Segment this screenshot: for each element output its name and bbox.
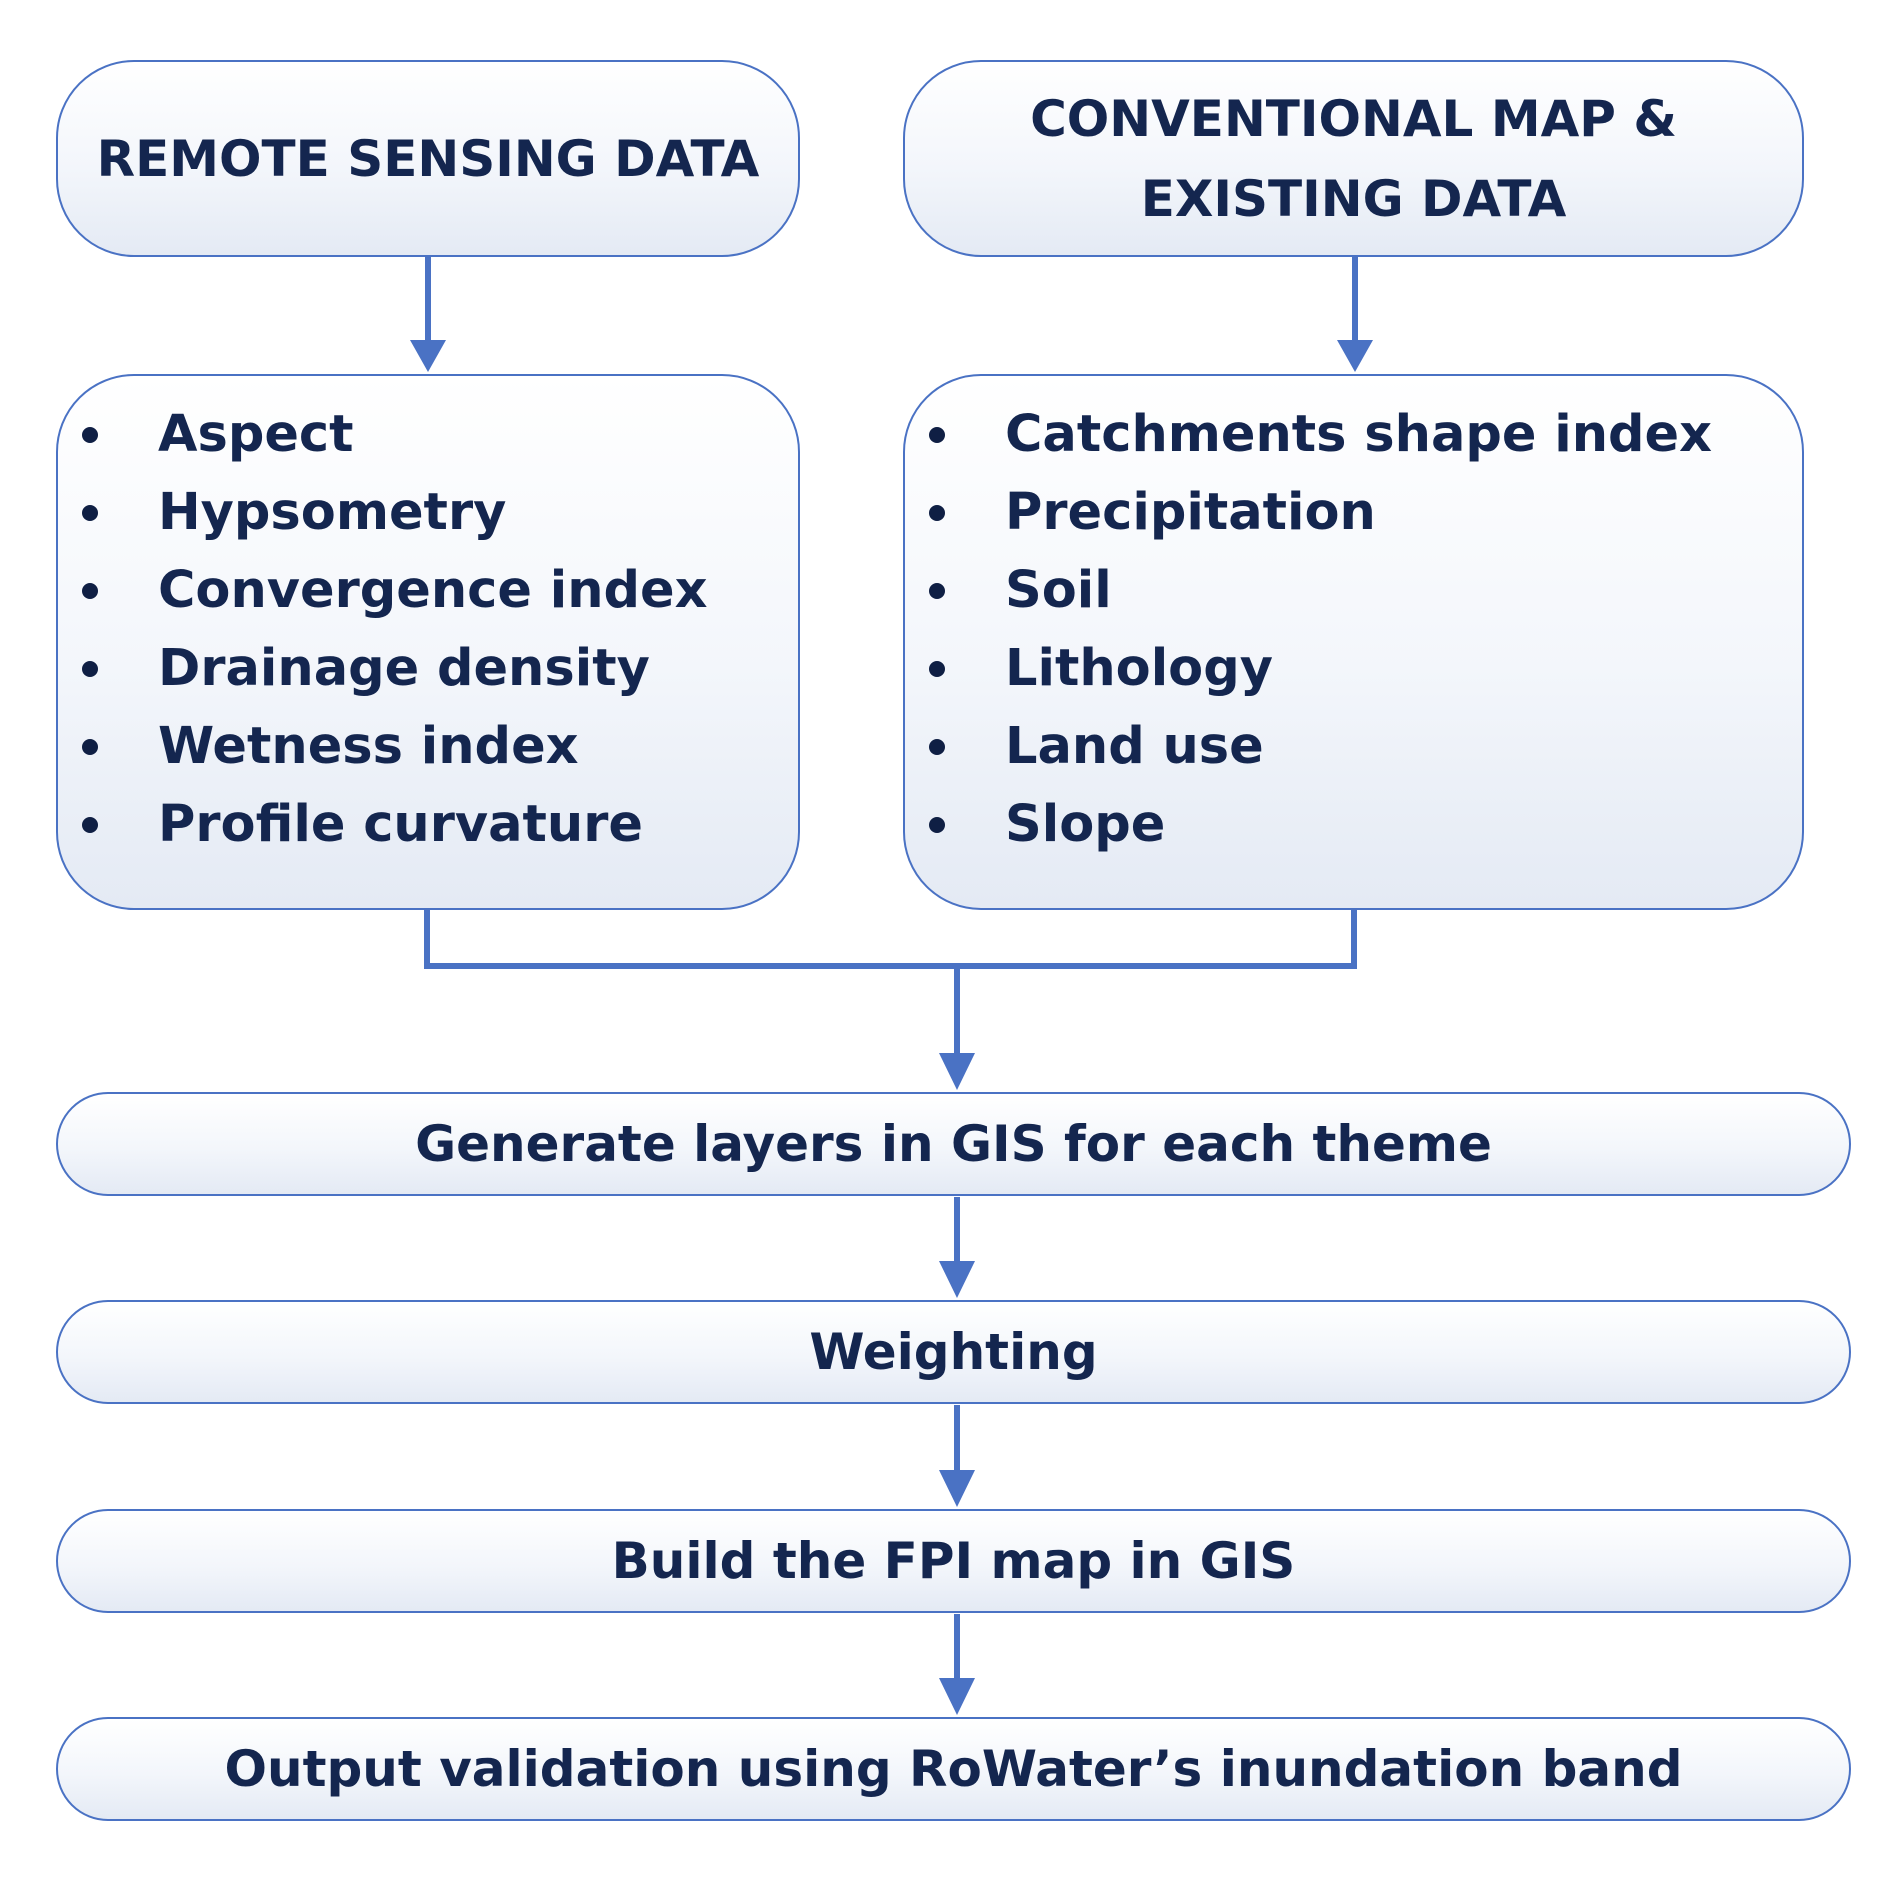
arrowhead-weighting xyxy=(939,1261,975,1298)
bullet-icon xyxy=(82,739,98,755)
generate-layers-step: Generate layers in GIS for each theme xyxy=(56,1092,1851,1196)
remote-sensing-title: REMOTE SENSING DATA xyxy=(96,129,760,188)
conventional-factors-box: Catchments shape index Precipitation Soi… xyxy=(903,374,1804,910)
bullet-icon xyxy=(82,661,98,677)
list-item: Aspect xyxy=(58,396,798,474)
output-validation-label: Output validation using RoWater’s inunda… xyxy=(224,1740,1683,1798)
build-fpi-map-step: Build the FPI map in GIS xyxy=(56,1509,1851,1613)
remote-sensing-box: REMOTE SENSING DATA xyxy=(56,60,800,257)
list-item: Wetness index xyxy=(58,708,798,786)
bullet-icon xyxy=(82,427,98,443)
list-item: Profile curvature xyxy=(58,786,798,864)
build-fpi-map-label: Build the FPI map in GIS xyxy=(611,1532,1296,1590)
output-validation-step: Output validation using RoWater’s inunda… xyxy=(56,1717,1851,1821)
arrowhead-build xyxy=(939,1470,975,1507)
bullet-icon xyxy=(929,427,945,443)
bullet-icon xyxy=(929,505,945,521)
arrowhead-conventional xyxy=(1337,340,1373,372)
list-item: Soil xyxy=(905,552,1802,630)
bullet-icon xyxy=(82,505,98,521)
arrowhead-remote xyxy=(410,340,446,372)
conventional-data-title: CONVENTIONAL MAP & EXISTING DATA xyxy=(1030,89,1677,228)
list-item: Hypsometry xyxy=(58,474,798,552)
arrowhead-generate xyxy=(939,1053,975,1090)
bullet-icon xyxy=(929,661,945,677)
remote-factors-box: Aspect Hypsometry Convergence index Drai… xyxy=(56,374,800,910)
arrowhead-validation xyxy=(939,1678,975,1715)
list-item: Convergence index xyxy=(58,552,798,630)
bullet-icon xyxy=(929,739,945,755)
list-item: Land use xyxy=(905,708,1802,786)
list-item: Lithology xyxy=(905,630,1802,708)
list-item: Drainage density xyxy=(58,630,798,708)
bullet-icon xyxy=(82,583,98,599)
list-item: Precipitation xyxy=(905,474,1802,552)
conventional-factors-list: Catchments shape index Precipitation Soi… xyxy=(905,396,1802,864)
merge-connector xyxy=(424,908,1357,969)
generate-layers-label: Generate layers in GIS for each theme xyxy=(415,1115,1492,1173)
list-item: Slope xyxy=(905,786,1802,864)
weighting-step: Weighting xyxy=(56,1300,1851,1404)
bullet-icon xyxy=(929,583,945,599)
conventional-data-box: CONVENTIONAL MAP & EXISTING DATA xyxy=(903,60,1804,257)
remote-factors-list: Aspect Hypsometry Convergence index Drai… xyxy=(58,396,798,864)
list-item: Catchments shape index xyxy=(905,396,1802,474)
bullet-icon xyxy=(82,817,98,833)
bullet-icon xyxy=(929,817,945,833)
weighting-label: Weighting xyxy=(809,1323,1098,1381)
